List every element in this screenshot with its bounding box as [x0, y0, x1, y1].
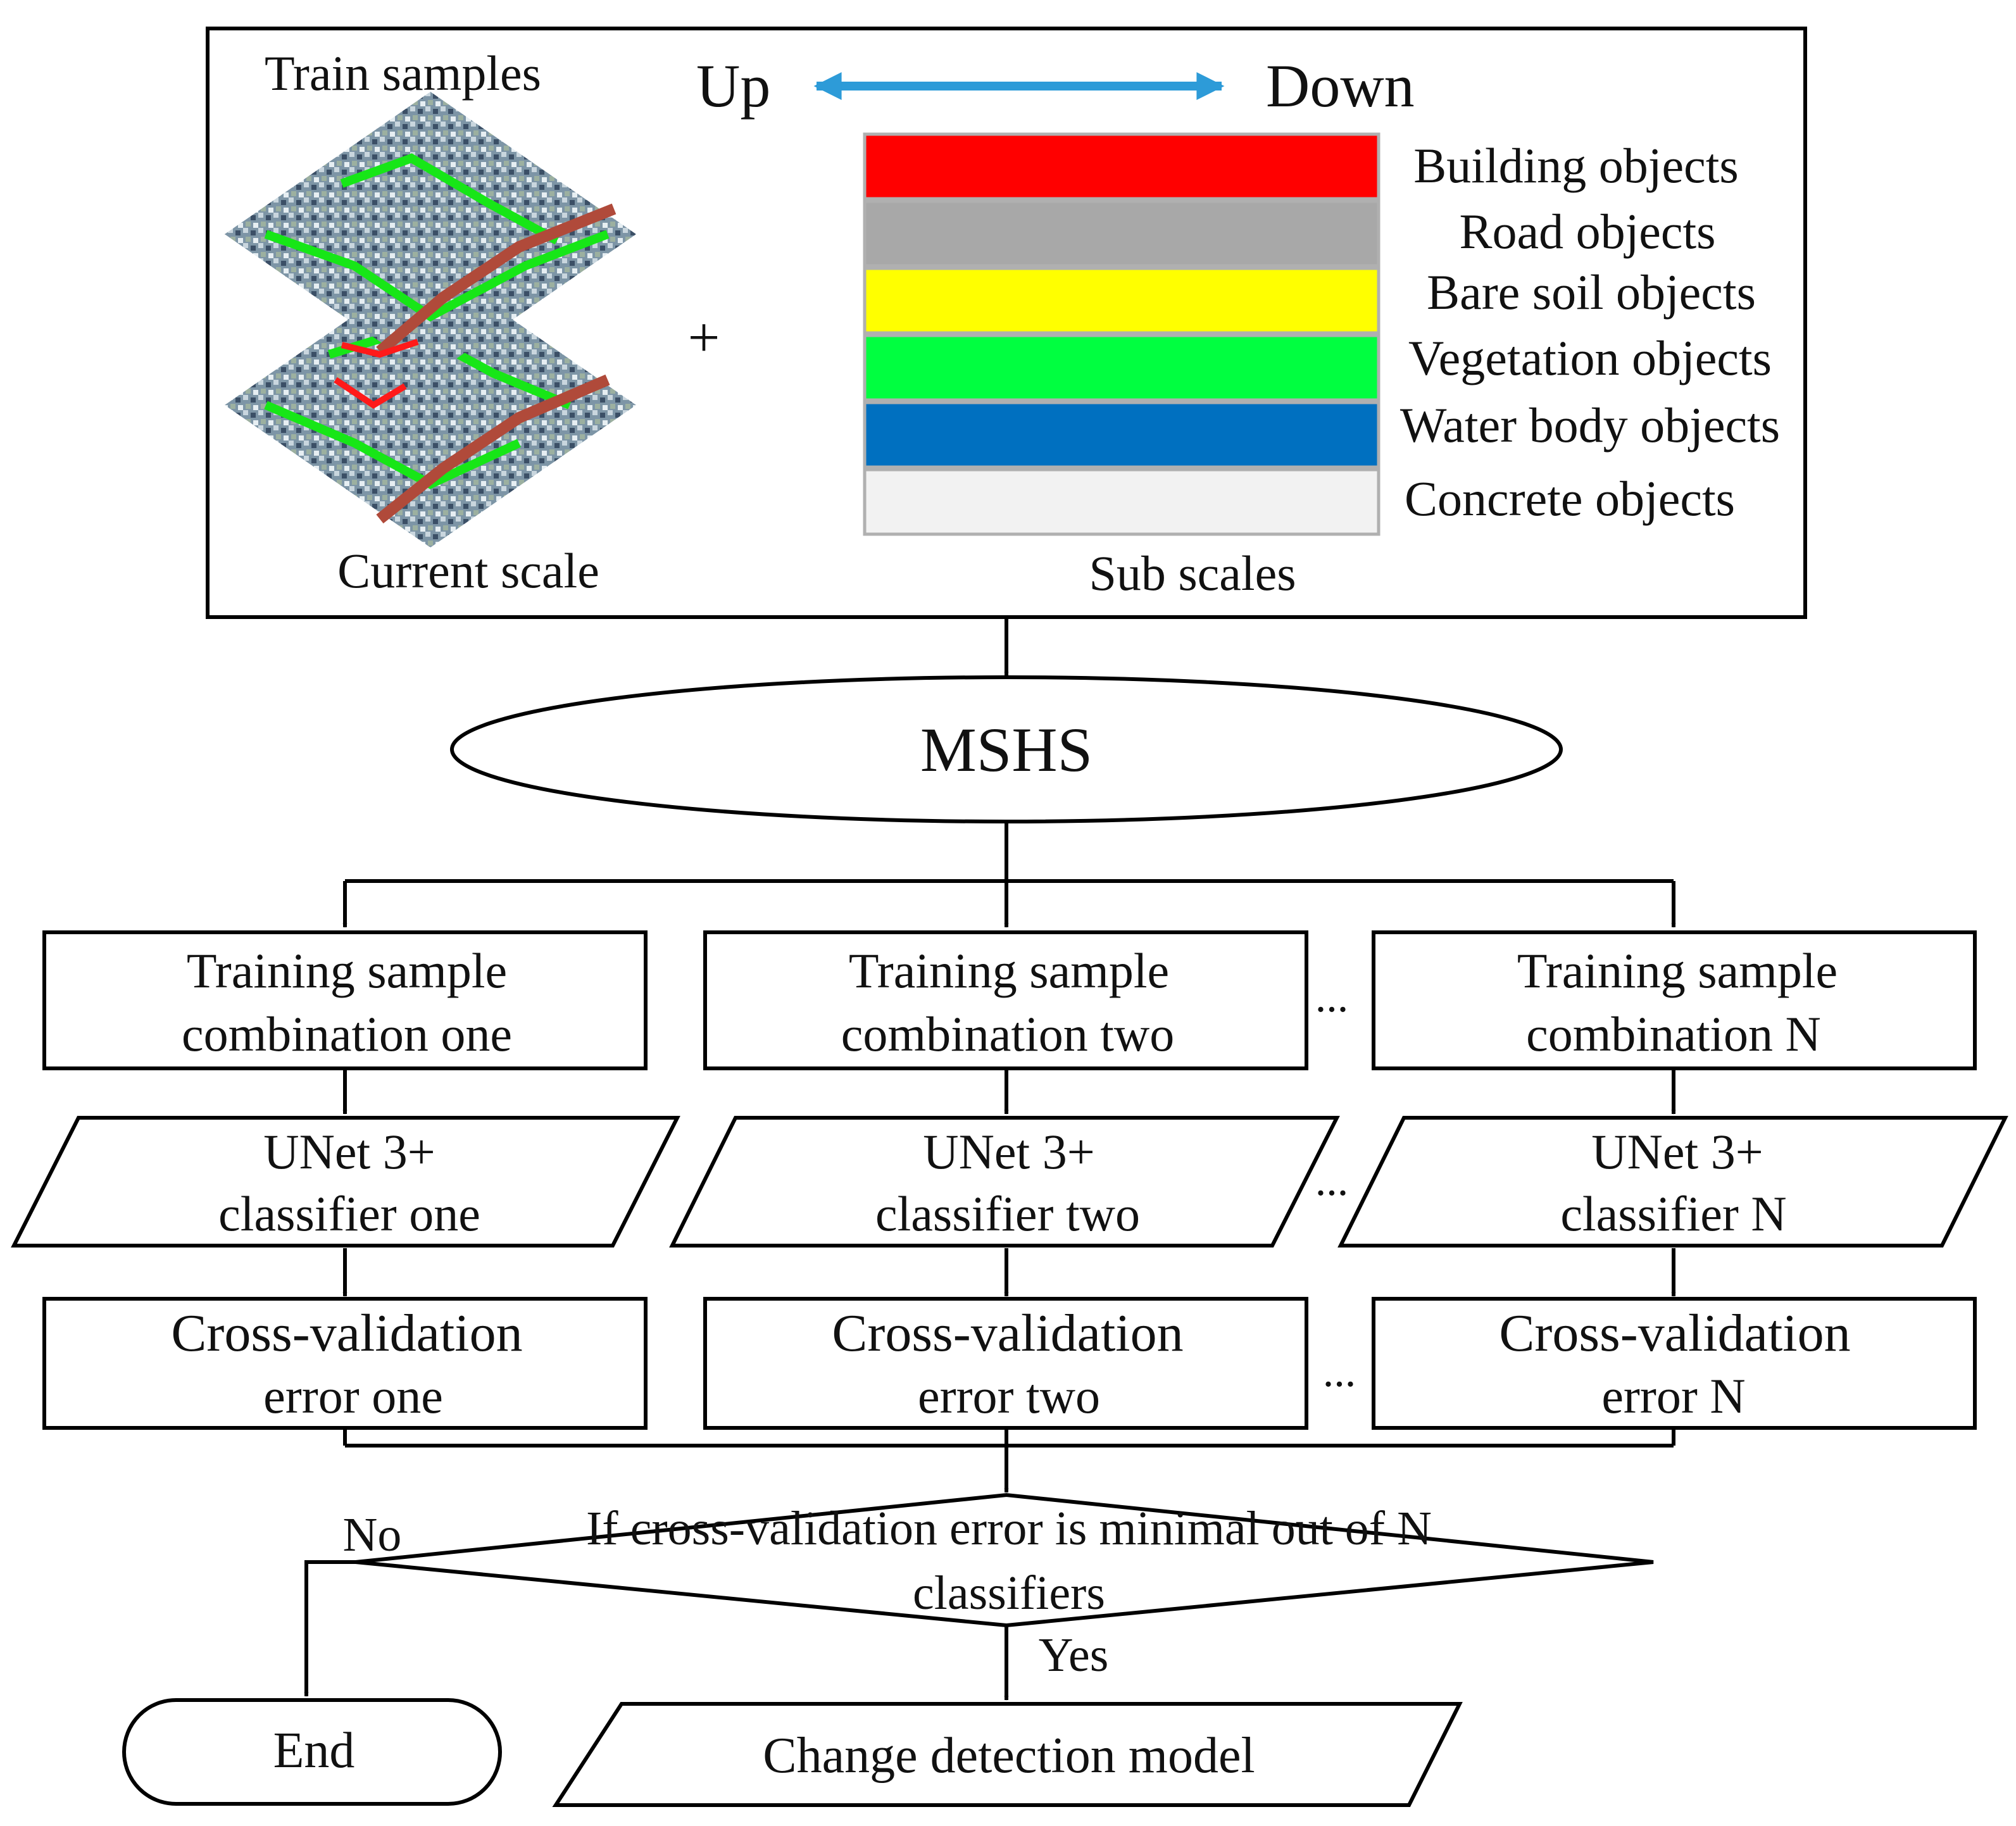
up-label: Up [696, 52, 770, 120]
cross-validation-error-one-line2: error one [263, 1368, 443, 1423]
train-samples-label: Train samples [265, 46, 541, 101]
classifier-one-line2: classifier one [218, 1186, 480, 1241]
legend-label-vegetation: Vegetation objects [1408, 330, 1772, 385]
training-combination-one-box [42, 930, 648, 1070]
plus-symbol: + [688, 306, 720, 369]
training-combination-n-line2: combination N [1526, 1006, 1821, 1061]
training-combination-two-line1: Training sample [849, 943, 1169, 998]
mshs-node [450, 675, 1563, 823]
current-scale-label: Current scale [337, 543, 599, 598]
end-terminator [122, 1698, 502, 1806]
classifier-two-parallelogram [669, 1116, 1340, 1248]
mshs-label: MSHS [920, 715, 1093, 785]
cross-validation-error-two-line1: Cross-validation [832, 1304, 1183, 1363]
training-combination-n-line1: Training sample [1517, 943, 1838, 998]
cross-validation-error-one-line1: Cross-validation [171, 1304, 522, 1363]
ellipsis-classifier-row: ... [1315, 1156, 1349, 1205]
legend-label-road: Road objects [1459, 204, 1715, 259]
decision-line1: If cross-validation error is minimal out… [586, 1502, 1432, 1555]
cross-validation-error-two-box [703, 1297, 1308, 1430]
legend-label-bare-soil: Bare soil objects [1427, 265, 1756, 320]
cross-validation-error-n-box [1372, 1297, 1977, 1430]
decision-diamond [355, 1492, 1654, 1628]
ellipsis-training-row: ... [1315, 973, 1349, 1022]
legend-swatch-water-body [863, 401, 1381, 469]
training-combination-n-box [1372, 930, 1977, 1070]
training-combination-two-line2: combination two [841, 1006, 1174, 1061]
decision-line2: classifiers [913, 1566, 1105, 1620]
decision-no-label: No [343, 1508, 402, 1561]
classifier-one-line1: UNet 3+ [263, 1124, 435, 1179]
cross-validation-error-two-line2: error two [918, 1368, 1100, 1423]
classifier-two-line1: UNet 3+ [923, 1124, 1094, 1179]
legend-swatch-road [863, 199, 1381, 268]
classifier-two-line2: classifier two [875, 1186, 1140, 1241]
connectors [304, 617, 1676, 1701]
cross-validation-error-one-box [42, 1297, 648, 1430]
legend-swatch-building [863, 132, 1381, 201]
classifier-n-parallelogram [1337, 1116, 2008, 1248]
classifier-n-line1: UNet 3+ [1591, 1124, 1763, 1179]
scale-legend: Building objects Road objects Bare soil … [863, 132, 1780, 536]
training-combination-one-line2: combination one [182, 1006, 512, 1061]
legend-label-water-body: Water body objects [1400, 397, 1780, 453]
change-detection-model-label: Change detection model [763, 1728, 1255, 1784]
sub-scales-label: Sub scales [1089, 546, 1296, 601]
down-label: Down [1266, 52, 1415, 120]
training-combination-two-box [703, 930, 1308, 1070]
legend-swatch-bare-soil [863, 266, 1381, 335]
legend-label-concrete: Concrete objects [1405, 471, 1735, 526]
legend-label-building: Building objects [1413, 138, 1738, 193]
end-label: End [273, 1723, 355, 1779]
legend-swatch-vegetation [863, 334, 1381, 402]
decision-yes-label: Yes [1039, 1629, 1109, 1682]
ellipsis-error-row: ... [1323, 1348, 1356, 1396]
legend-swatch-concrete [863, 468, 1381, 536]
cross-validation-error-n-line1: Cross-validation [1499, 1304, 1850, 1363]
classifier-one-parallelogram [11, 1116, 680, 1248]
cross-validation-error-n-line2: error N [1601, 1368, 1745, 1423]
training-combination-one-line1: Training sample [187, 943, 507, 998]
classifier-n-line2: classifier N [1560, 1186, 1786, 1241]
train-sample-image [225, 92, 636, 547]
change-detection-model-parallelogram [552, 1702, 1463, 1807]
